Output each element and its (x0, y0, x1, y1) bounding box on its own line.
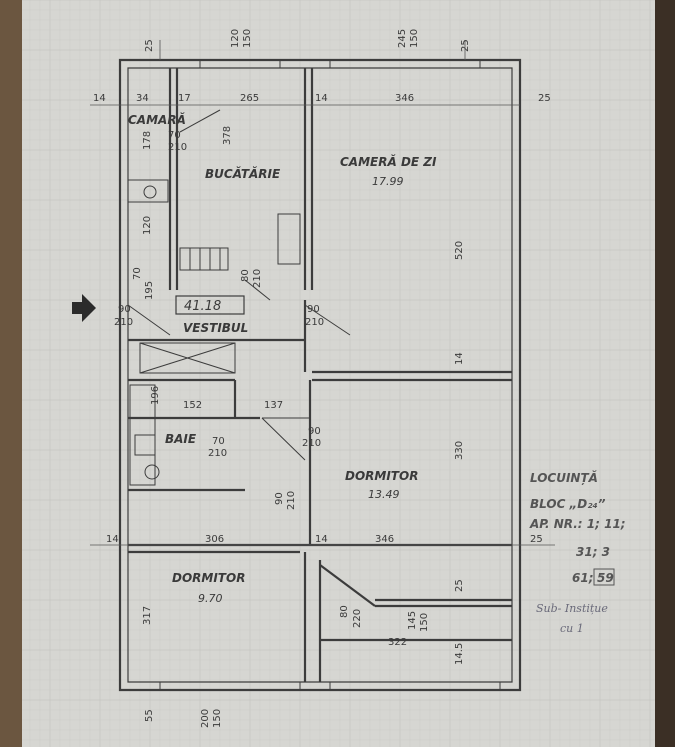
room-bucatarie-label: BUCĂTĂRIE (205, 166, 281, 181)
dim-196: 196 (150, 386, 161, 405)
dim-mid-14: 14 (106, 534, 119, 545)
dim-330: 330 (454, 441, 465, 460)
dim-210c: 210 (114, 317, 133, 328)
dim-14-5: 14.5 (454, 643, 465, 665)
dim-top-25a: 25 (144, 39, 155, 52)
dim-90c: 90 (308, 426, 321, 437)
dim-322: 322 (388, 637, 407, 648)
handwritten-note-2: cu 1 (560, 622, 584, 635)
binder-edge-right (655, 0, 675, 747)
room-dormitor-1-label: DORMITOR (345, 469, 418, 483)
dim-210: 210 (168, 142, 187, 153)
room-camera-de-zi-area: 17.99 (372, 175, 404, 188)
kitchen-fixtures (127, 179, 301, 271)
dim-bot-55: 55 (144, 709, 155, 722)
note-bloc: BLOC „D₂₄” (530, 497, 606, 511)
dim-top-120: 120 (230, 29, 241, 48)
dim-top-245: 245 (397, 29, 408, 48)
dim-row-14: 14 (93, 93, 106, 104)
binder-edge (0, 0, 22, 747)
dim-top-150: 150 (242, 29, 253, 48)
vestibul-area-box (175, 295, 245, 315)
bath-fixtures (129, 342, 236, 486)
room-dormitor-1-area: 13.49 (368, 488, 400, 501)
room-vestibul-area: 41.18 (184, 299, 221, 314)
dim-mid-346: 346 (375, 534, 394, 545)
handwritten-note-1: Sub- Instițue (536, 602, 608, 615)
dimension-lines (90, 40, 555, 546)
dimension-texts: 25 120 150 245 150 25 14 34 17 265 14 34… (93, 29, 551, 728)
dim-152: 152 (183, 400, 202, 411)
dim-mid-25: 25 (530, 534, 543, 545)
dim-70b: 70 (132, 267, 143, 280)
paper-sheet (22, 0, 662, 747)
dim-220: 220 (352, 609, 363, 628)
room-dormitor-2-label: DORMITOR (172, 571, 245, 585)
note-line3: 31; 3 (576, 545, 610, 559)
dim-145: 145 (407, 611, 418, 630)
dim-137: 137 (264, 400, 283, 411)
entrance-arrow-icon (72, 294, 96, 322)
dim-80: 80 (240, 269, 251, 282)
dim-25c: 25 (454, 579, 465, 592)
dim-70: 70 (168, 130, 181, 141)
dim-150: 150 (419, 613, 430, 632)
dim-row-346: 346 (395, 93, 414, 104)
dim-top-25b: 25 (460, 39, 471, 52)
dim-90b: 90 (307, 304, 320, 315)
windows (159, 59, 501, 691)
dim-317: 317 (142, 606, 153, 625)
note-line4-boxed: 59 (597, 571, 614, 585)
dim-row-25: 25 (538, 93, 551, 104)
room-vestibul-label: VESTIBUL (183, 321, 248, 335)
room-camera-de-zi-label: CAMERĂ DE ZI (340, 154, 437, 169)
note-locuinta: LOCUINȚĂ (530, 470, 598, 485)
dim-row-17: 17 (178, 93, 191, 104)
dim-80b: 80 (339, 605, 350, 618)
dim-178: 178 (142, 131, 153, 150)
dim-bot-200: 200 (200, 709, 211, 728)
door-swings (127, 109, 351, 461)
dim-row-34: 34 (136, 93, 149, 104)
dim-top-150b: 150 (409, 29, 420, 48)
dim-210e: 210 (302, 438, 321, 449)
dim-210g: 210 (286, 491, 297, 510)
dim-210f: 210 (208, 448, 227, 459)
room-camara-label: CAMARĂ (128, 112, 186, 127)
note-line4: 61; (572, 571, 594, 585)
note-ap-nr: AP. NR.: 1; 11; (529, 517, 626, 531)
dim-520: 520 (454, 241, 465, 260)
dim-row-14b: 14 (315, 93, 328, 104)
room-dormitor-2-area: 9.70 (198, 592, 223, 605)
title-block: LOCUINȚĂ BLOC „D₂₄” AP. NR.: 1; 11; 31; … (529, 470, 626, 635)
dim-195: 195 (144, 281, 155, 300)
dim-210d: 210 (305, 317, 324, 328)
dim-bot-150: 150 (212, 709, 223, 728)
dim-70c: 70 (212, 436, 225, 447)
dim-210b: 210 (252, 269, 263, 288)
room-baie-label: BAIE (165, 432, 197, 446)
dim-378: 378 (222, 126, 233, 145)
dim-mid-14b: 14 (315, 534, 328, 545)
dim-120: 120 (142, 216, 153, 235)
dim-row-265: 265 (240, 93, 259, 104)
dim-90d: 90 (274, 492, 285, 505)
dim-14: 14 (454, 352, 465, 365)
dim-mid-306: 306 (205, 534, 224, 545)
dim-90a: 90 (118, 304, 131, 315)
